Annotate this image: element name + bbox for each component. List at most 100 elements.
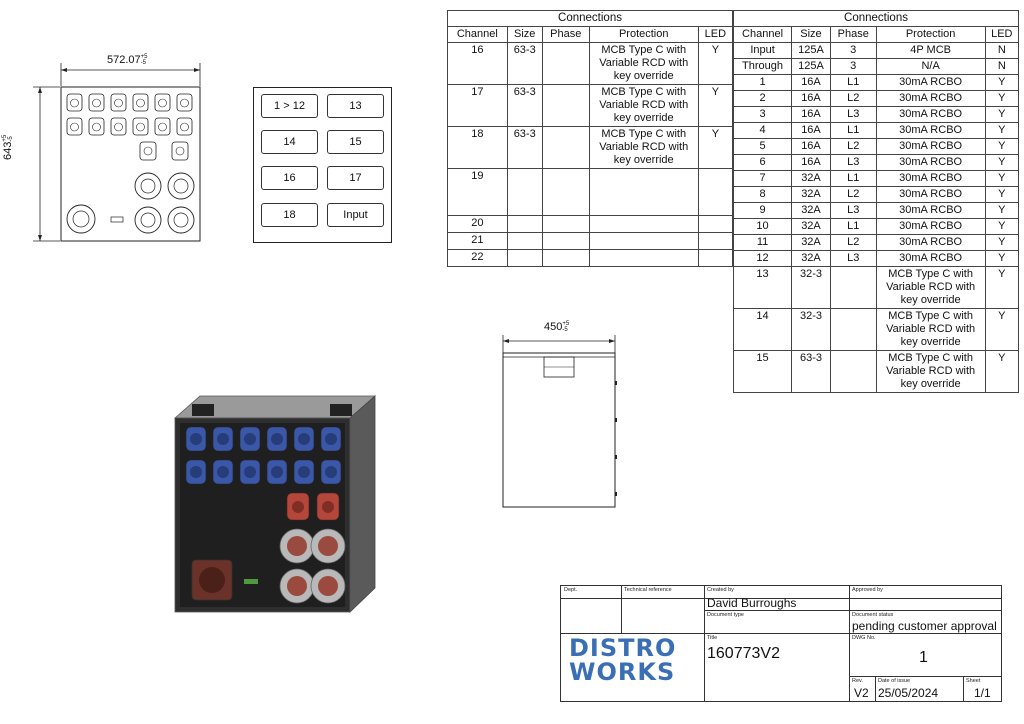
sheet-label: Sheet <box>966 678 981 684</box>
table-cell: Y <box>984 90 1020 107</box>
table-cell: Y <box>984 106 1020 123</box>
table-cell <box>588 232 699 250</box>
table-cell <box>541 168 590 216</box>
table-cell: 30mA RCBO <box>875 74 986 91</box>
socket-face <box>136 122 145 132</box>
socket-63a-outline <box>134 172 162 200</box>
table-cell: 7 <box>732 170 793 187</box>
column-header: Size <box>506 26 543 43</box>
logo-line-1: DISTRO <box>569 634 677 662</box>
earth-stud-outline <box>110 216 124 223</box>
socket-face <box>143 146 153 156</box>
socket-face <box>287 576 307 596</box>
table-cell: N <box>984 42 1020 59</box>
table-cell: 15 <box>732 350 793 393</box>
table-cell: 30mA RCBO <box>875 170 986 187</box>
table-cell: MCB Type C with Variable RCD with key ov… <box>588 42 699 85</box>
socket-face <box>173 178 189 194</box>
table-cell: MCB Type C with Variable RCD with key ov… <box>588 126 699 169</box>
column-header: Phase <box>541 26 590 43</box>
socket-face <box>70 98 79 108</box>
distro-works-logo: DISTRO WORKS <box>569 636 699 696</box>
table-cell <box>541 84 590 127</box>
input-connector-face <box>72 210 90 228</box>
table-cell <box>697 232 734 250</box>
input-connector-outline <box>66 204 96 234</box>
socket-63a-outline <box>167 172 195 200</box>
table-caption: Connections <box>733 10 1019 27</box>
socket-16a-outline <box>66 117 83 136</box>
table-cell: 63-3 <box>506 126 543 169</box>
table-cell: 19 <box>447 168 508 216</box>
column-header: Size <box>791 26 831 43</box>
socket-face <box>114 122 123 132</box>
table-cell: L2 <box>829 90 877 107</box>
approved-by-label: Approved by <box>852 587 883 593</box>
table-cell: 32A <box>791 202 831 219</box>
table-row: 19 <box>447 168 734 216</box>
rev-value: V2 <box>854 686 869 700</box>
table-cell: 30mA RCBO <box>875 154 986 171</box>
table-caption: Connections <box>447 10 733 27</box>
table-cell: 10 <box>732 218 793 235</box>
table-cell: 63-3 <box>506 42 543 85</box>
table-cell: L1 <box>829 218 877 235</box>
table-cell: 21 <box>447 232 508 250</box>
table-cell <box>541 249 590 267</box>
table-cell: 16A <box>791 90 831 107</box>
table-cell: MCB Type C with Variable RCD with key ov… <box>875 350 986 393</box>
depth-dimension-label: 450+5-5 <box>544 321 570 334</box>
table-cell: Y <box>984 202 1020 219</box>
table-cell: 16 <box>447 42 508 85</box>
socket-face <box>298 466 310 478</box>
socket-face <box>92 122 101 132</box>
table-cell: 16A <box>791 138 831 155</box>
column-header: Phase <box>829 26 877 43</box>
table-cell <box>697 215 734 233</box>
socket-16a-outline <box>132 117 149 136</box>
socket-face <box>180 98 189 108</box>
column-header: Protection <box>875 26 986 43</box>
table-row: 20 <box>447 215 734 233</box>
side-elevation-drawing <box>490 315 630 515</box>
table-cell: Y <box>984 218 1020 235</box>
socket-face <box>322 501 334 513</box>
table-cell <box>829 308 877 351</box>
label-slot: 18 <box>261 203 318 227</box>
socket-face <box>271 433 283 445</box>
table-cell: 30mA RCBO <box>875 106 986 123</box>
column-header: Channel <box>447 26 508 43</box>
socket-63a-outline <box>167 206 195 234</box>
enclosure-3d-render <box>170 390 380 620</box>
socket-32a-outline <box>139 141 157 161</box>
table-cell: L3 <box>829 154 877 171</box>
logo-line-2: WORKS <box>569 658 676 686</box>
table-cell: 30mA RCBO <box>875 234 986 251</box>
table-row: 21 <box>447 232 734 250</box>
table-row: 22 <box>447 249 734 267</box>
table-cell: 30mA RCBO <box>875 90 986 107</box>
table-cell: 32A <box>791 186 831 203</box>
label-slot: 13 <box>327 94 384 118</box>
socket-16a-outline <box>88 117 105 136</box>
socket-16a-outline <box>154 93 171 112</box>
column-header: Protection <box>588 26 699 43</box>
table-cell: 11 <box>732 234 793 251</box>
front-elevation-drawing <box>0 0 250 250</box>
table-cell: 3 <box>829 42 877 59</box>
table-cell: MCB Type C with Variable RCD with key ov… <box>588 84 699 127</box>
table-cell: 16A <box>791 122 831 139</box>
socket-face <box>318 576 338 596</box>
table-cell <box>829 266 877 309</box>
socket-face <box>140 178 156 194</box>
table-cell: 16A <box>791 106 831 123</box>
socket-16a-outline <box>176 117 193 136</box>
date-of-issue-label: Date of issue <box>878 678 911 684</box>
